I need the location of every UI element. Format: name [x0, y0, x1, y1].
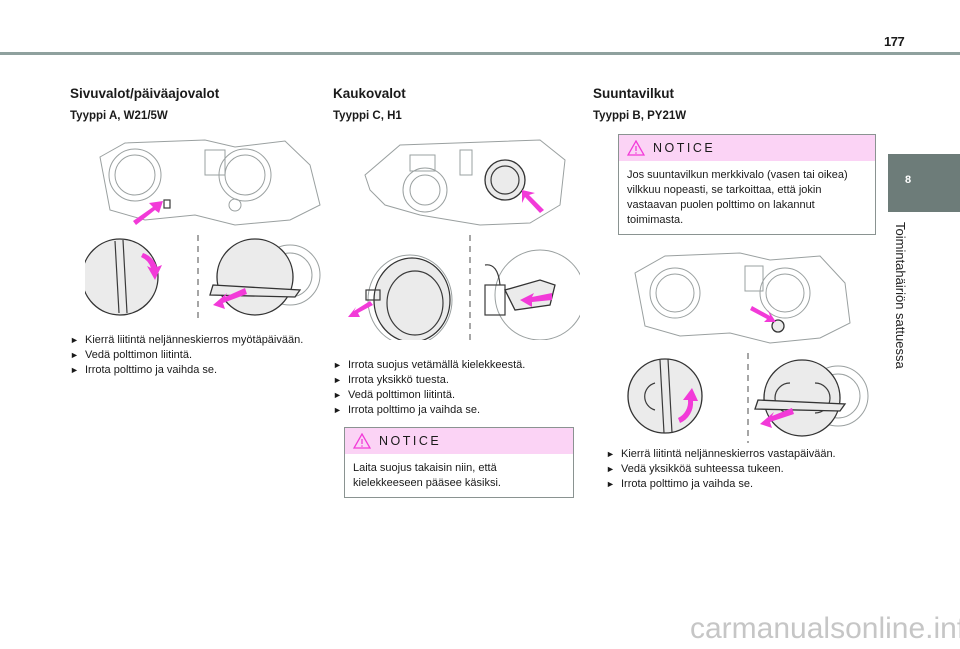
headlight-assembly-drawing [634, 252, 851, 344]
bullet-icon: ► [606, 464, 615, 474]
warning-triangle-icon [353, 433, 371, 449]
step-item: ►Kierrä liitintä neljänneskierros myötäp… [70, 334, 304, 346]
pointer-arrow-icon [522, 190, 544, 213]
pointer-arrow-icon [133, 201, 163, 225]
bulb-holder-rotate-drawing [627, 358, 703, 434]
section-title: Kaukovalot [333, 86, 406, 101]
steps-list: ►Kierrä liitintä neljänneskierros vastap… [606, 447, 881, 492]
notice-box: NOTICE Laita suojus takaisin niin, että … [344, 427, 574, 498]
notice-header: NOTICE [619, 135, 875, 161]
bulb-holder-pull-drawing [209, 238, 321, 316]
notice-header: NOTICE [345, 428, 573, 454]
steps-list: ►Kierrä liitintä neljänneskierros myötäp… [70, 333, 330, 378]
bulb-holder-pull-drawing [754, 359, 869, 437]
section-subtitle: Tyyppi C, H1 [333, 110, 402, 122]
bullet-icon: ► [333, 360, 342, 370]
step-item: ►Irrota yksikkö tuesta. [333, 374, 449, 386]
rotate-arrow-icon [141, 253, 162, 280]
bullet-icon: ► [606, 479, 615, 489]
bullet-icon: ► [70, 350, 79, 360]
section-turn-signals: Suuntavilkut Tyyppi B, PY21W [593, 86, 878, 140]
bullet-icon: ► [333, 390, 342, 400]
bullet-icon: ► [333, 375, 342, 385]
warning-triangle-icon [627, 140, 645, 156]
notice-box: NOTICE Jos suuntavilkun merkkivalo (vase… [618, 134, 876, 235]
cover-removal-drawing [348, 254, 453, 340]
section-high-beam: Kaukovalot Tyyppi C, H1 [333, 86, 578, 140]
pull-arrow-icon [760, 408, 794, 428]
pull-arrow-icon [348, 301, 373, 317]
rotate-arrow-icon [678, 388, 698, 423]
section-title: Sivuvalot/päiväajovalot [70, 86, 220, 101]
headlight-assembly-drawing [364, 139, 566, 226]
pull-arrow-icon [520, 293, 552, 307]
turn-signal-illustration [627, 252, 869, 443]
step-item: ►Irrota polttimo ja vaihda se. [606, 478, 754, 490]
step-item: ►Vedä yksikköä suhteessa tukeen. [606, 463, 784, 475]
bulb-holder-rotate-drawing [85, 238, 162, 316]
step-item: ►Irrota polttimo ja vaihda se. [333, 404, 481, 416]
step-item: ►Vedä polttimon liitintä. [333, 389, 456, 401]
step-item: ►Irrota suojus vetämällä kielekkeestä. [333, 359, 526, 371]
header-rule [0, 52, 960, 55]
step-item: ►Irrota polttimo ja vaihda se. [70, 364, 218, 376]
step-item: ►Vedä polttimon liitintä. [70, 349, 193, 361]
bullet-icon: ► [606, 449, 615, 459]
high-beam-illustration [348, 139, 580, 340]
bullet-icon: ► [333, 405, 342, 415]
pull-arrow-icon [213, 288, 247, 309]
section-side-lights: Sivuvalot/päiväajovalot Tyyppi A, W21/5W [70, 86, 330, 140]
steps-list: ►Irrota suojus vetämällä kielekkeestä. ►… [333, 358, 583, 418]
chapter-number: 8 [905, 174, 912, 186]
notice-text: Laita suojus takaisin niin, että kielekk… [353, 462, 501, 489]
notice-label: NOTICE [653, 141, 716, 155]
chapter-tab[interactable]: 8 [888, 154, 960, 212]
pointer-arrow-icon [750, 306, 776, 322]
bullet-icon: ► [70, 365, 79, 375]
step-item: ►Kierrä liitintä neljänneskierros vastap… [606, 448, 836, 460]
headlight-assembly-drawing [99, 139, 321, 226]
side-light-illustration [85, 139, 321, 320]
notice-text: Jos suuntavilkun merkkivalo (vasen tai o… [627, 169, 848, 226]
section-subtitle: Tyyppi B, PY21W [593, 110, 687, 122]
bullet-icon: ► [70, 335, 79, 345]
section-subtitle: Tyyppi A, W21/5W [70, 110, 168, 122]
page-number: 177 [884, 34, 905, 49]
section-title: Suuntavilkut [593, 86, 675, 101]
watermark: carmanualsonline.info [690, 612, 960, 645]
bulb-connector-drawing [484, 249, 580, 340]
notice-label: NOTICE [379, 434, 442, 448]
chapter-title: Toimintahäiriön sattuessa [893, 222, 908, 369]
